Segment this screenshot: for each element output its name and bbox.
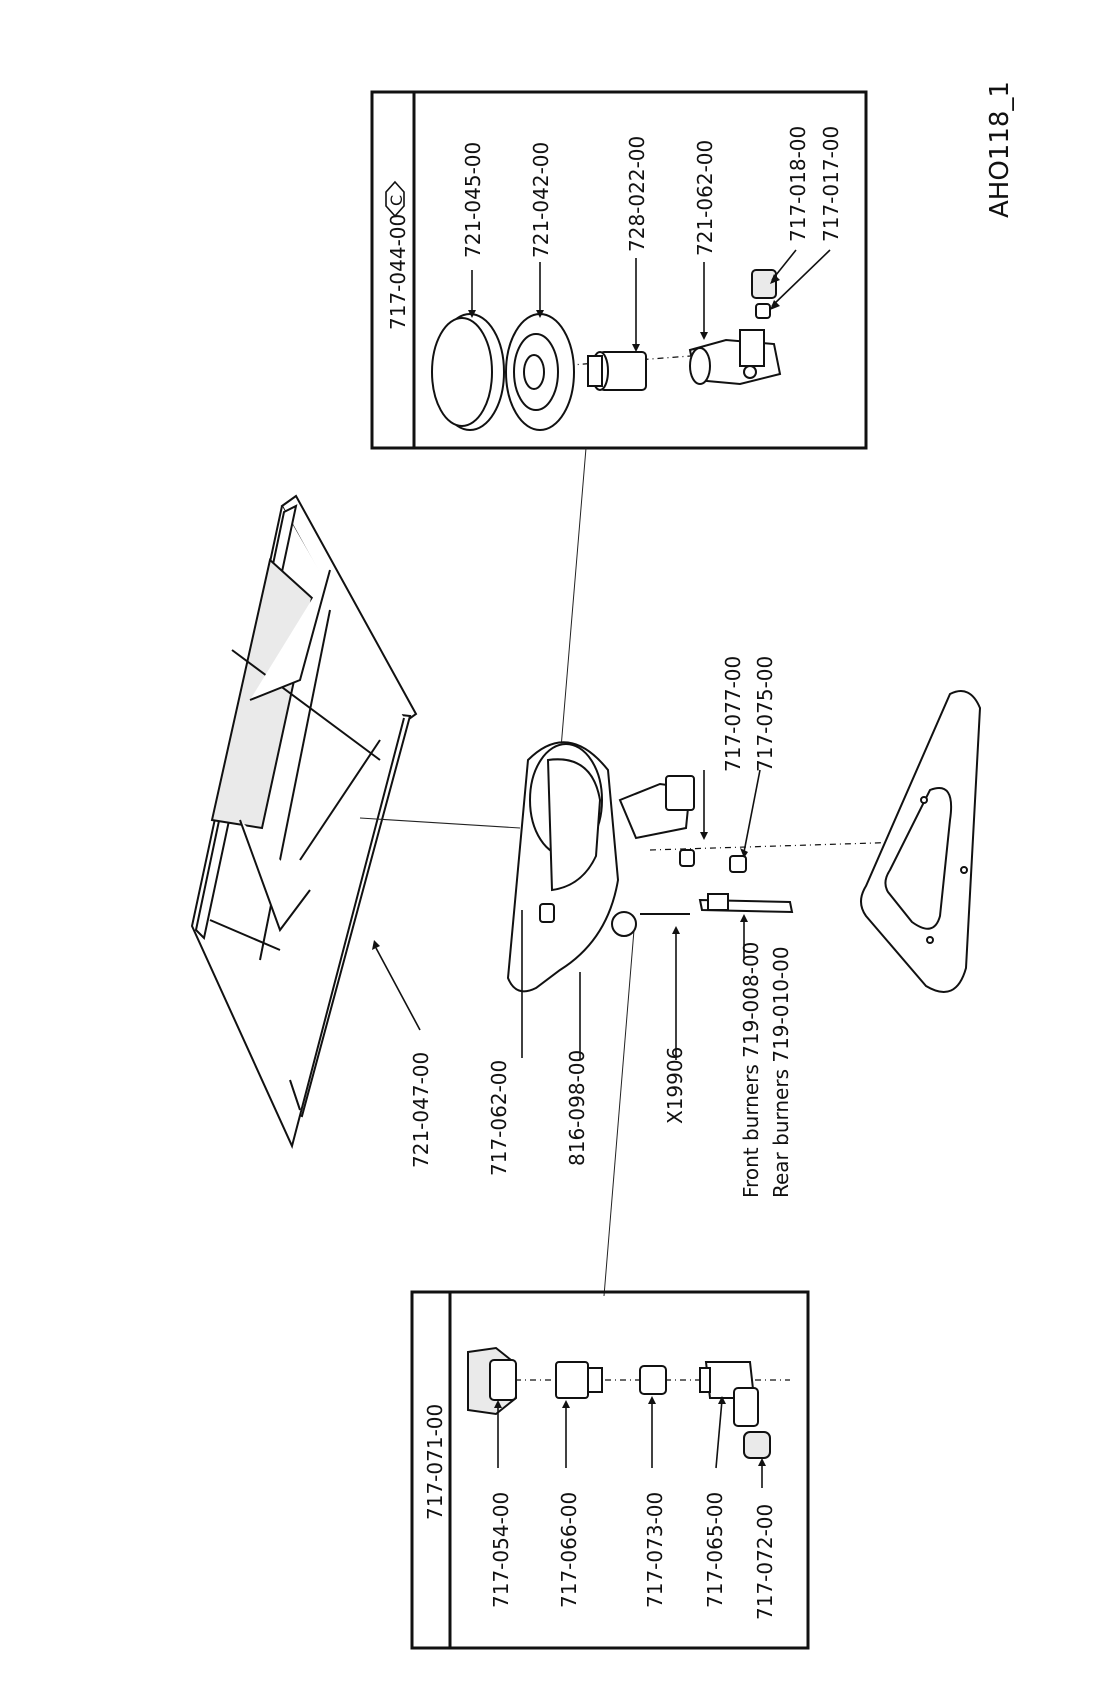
label-717-075-00: 717-075-00 — [753, 656, 777, 772]
label-717-072-00: 717-072-00 — [753, 1504, 777, 1620]
grate — [190, 494, 521, 1149]
gasket — [860, 690, 982, 993]
valve-knob-adapter — [467, 1346, 517, 1416]
burner-kit-box: 717-044-00 C — [370, 90, 868, 450]
burner-assembly — [506, 741, 971, 993]
label-x19906: X19906 — [663, 1047, 687, 1124]
label-front-burners: Front burners 719-008-00 — [739, 942, 763, 1198]
label-721-042-00: 721-042-00 — [529, 142, 553, 258]
label-717-077-00: 717-077-00 — [721, 656, 745, 772]
label-717-018-00: 717-018-00 — [786, 126, 810, 242]
label-816-098-00: 816-098-00 — [565, 1050, 589, 1166]
leader-grate — [375, 947, 421, 1031]
leader-fitting-lower — [743, 769, 761, 853]
connector-line-valve — [603, 929, 635, 1297]
burner-kit-badge: C — [385, 180, 406, 218]
valve-kit-title: 717-071-00 — [423, 1404, 447, 1520]
valve-kit-leaders — [494, 1396, 766, 1488]
label-728-022-00: 728-022-00 — [625, 136, 649, 252]
valve-sleeve — [639, 1365, 667, 1395]
burner-cap — [431, 313, 505, 431]
burner-kit-title: 717-044-00 — [386, 214, 410, 330]
burner-body — [688, 329, 782, 386]
valve-spindle — [555, 1361, 603, 1399]
label-717-066-00: 717-066-00 — [557, 1492, 581, 1608]
svg-text:C: C — [387, 195, 406, 206]
label-717-062-00: 717-062-00 — [487, 1060, 511, 1176]
label-rear-burners: Rear burners 719-010-00 — [769, 946, 793, 1198]
drawing-code: AHO118_1 — [985, 81, 1015, 218]
label-717-065-00: 717-065-00 — [703, 1492, 727, 1608]
label-721-047-00: 721-047-00 — [409, 1052, 433, 1168]
valve-body — [699, 1361, 759, 1427]
label-717-073-00: 717-073-00 — [643, 1492, 667, 1608]
label-721-045-00: 721-045-00 — [461, 142, 485, 258]
venturi-tube — [587, 351, 647, 391]
label-717-017-00: 717-017-00 — [819, 126, 843, 242]
valve-orifice — [743, 1431, 771, 1459]
burner-kit-leaders — [468, 249, 831, 352]
valve-kit-box: 717-071-00 717-054-0 — [410, 1290, 810, 1650]
label-721-062-00: 721-062-00 — [693, 140, 717, 256]
connector-line-burner — [559, 447, 587, 761]
flame-spreader — [505, 313, 575, 431]
label-717-054-00: 717-054-00 — [489, 1492, 513, 1608]
fitting-nut — [751, 269, 777, 319]
